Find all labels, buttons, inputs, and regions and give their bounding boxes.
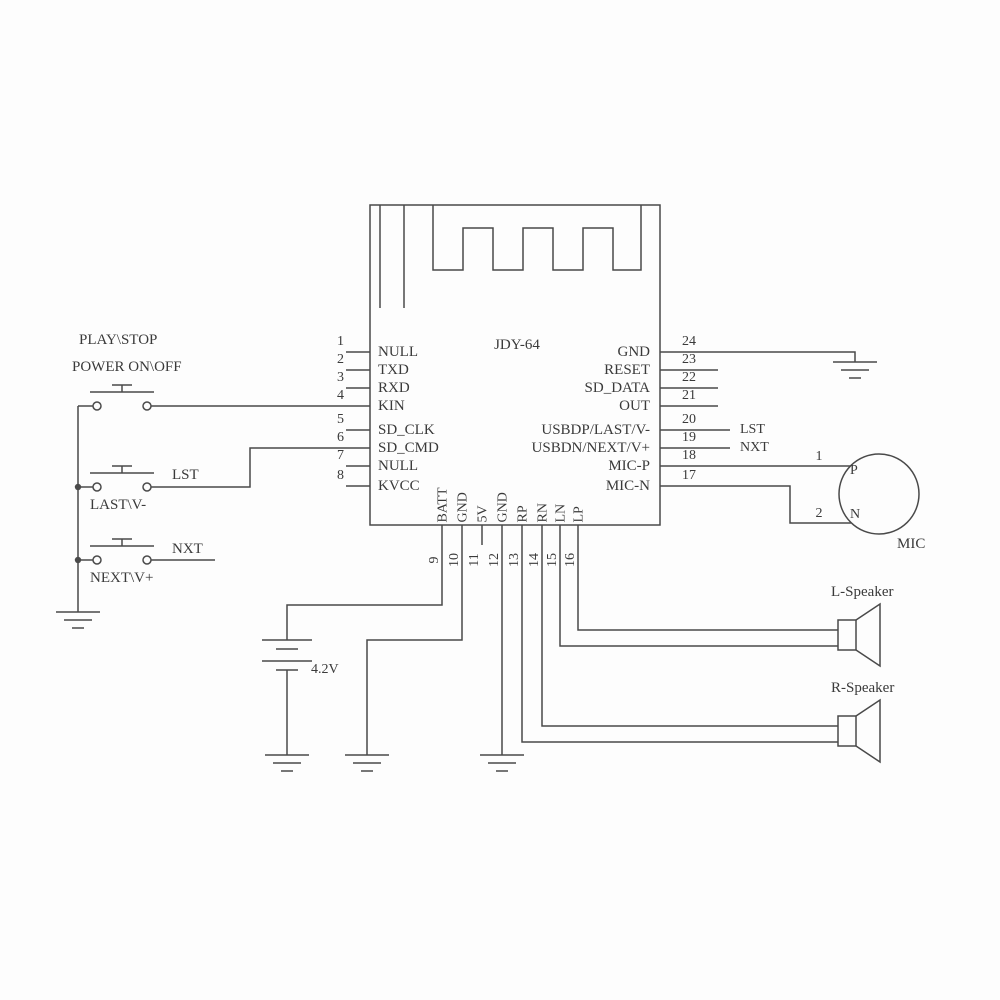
mic-p-label: P [850, 463, 858, 478]
pin-11-label: 5V [475, 505, 491, 523]
wire-mic-n [660, 485, 851, 524]
l-speaker-label: L-Speaker [831, 584, 894, 600]
nxt-net-label-right: NXT [740, 440, 769, 455]
pin-9-number: 9 [427, 556, 442, 564]
pin-8-number: 8 [337, 468, 344, 483]
pin-3-number: 3 [337, 370, 344, 385]
pin-5-label: SD_CLK [378, 422, 435, 438]
r-speaker-label: R-Speaker [831, 680, 895, 696]
pin-24-label: GND [617, 344, 651, 360]
wire-last-button [151, 447, 370, 488]
ground-symbol-buttons [56, 611, 100, 629]
pin-4-label: KIN [378, 398, 405, 414]
wire-gnd10 [366, 545, 463, 755]
pin-6-label: SD_CMD [378, 440, 439, 456]
pin-14-label: RN [535, 503, 551, 523]
pin-13-label: RP [515, 505, 531, 523]
wire-ln [559, 545, 838, 647]
pin-2-number: 2 [337, 352, 344, 367]
ground-symbol-gnd12 [480, 754, 524, 772]
mic-terminal-1: 1 [815, 449, 823, 464]
pin-19-label: USBDN/NEXT/V+ [531, 440, 650, 456]
pin-1-label: NULL [378, 344, 418, 360]
junction-dot [74, 556, 82, 564]
pin-21-number: 21 [682, 388, 696, 403]
antenna-trace [379, 205, 642, 308]
pin-7-label: NULL [378, 458, 418, 474]
pin-7-number: 7 [337, 448, 344, 463]
pin-20-number: 20 [682, 412, 696, 427]
pin-6-number: 6 [337, 430, 344, 445]
lst-net-label-left: LST [172, 467, 199, 483]
pin-21-label: OUT [619, 398, 650, 414]
pin-22-label: SD_DATA [584, 380, 650, 396]
ic-outline [369, 204, 661, 526]
mic-n-label: N [850, 507, 861, 522]
pin-14-number: 14 [527, 553, 542, 567]
pin-12-number: 12 [487, 553, 502, 567]
pin-18-number: 18 [682, 448, 696, 463]
pin-15-number: 15 [545, 553, 560, 567]
wire-batt [286, 545, 443, 640]
wire-lp [577, 545, 838, 631]
ground-symbol-battery [265, 754, 309, 772]
pin-5-number: 5 [337, 412, 344, 427]
button-last-symbol [90, 465, 154, 492]
pin-15-label: LN [553, 503, 569, 523]
pin-17-label: MIC-N [605, 478, 650, 494]
pin-16-number: 16 [563, 553, 578, 567]
pin-4-number: 4 [337, 388, 344, 403]
pin-16-label: LP [571, 506, 587, 523]
ic-name: JDY-64 [494, 337, 540, 353]
wire-rp [521, 545, 838, 743]
pin-10-number: 10 [447, 553, 462, 567]
mic-caption: MIC [897, 536, 926, 552]
pin-22-number: 22 [682, 370, 696, 385]
button-play-symbol [90, 384, 154, 411]
play-stop-label: PLAY\STOP [79, 332, 158, 348]
nxt-net-label-left: NXT [172, 541, 203, 557]
wire-gnd-right [660, 351, 856, 362]
pin-9-label: BATT [435, 487, 451, 523]
pin-17-number: 17 [682, 468, 696, 483]
junction-dot [74, 483, 82, 491]
next-button-label: NEXT\V+ [90, 570, 154, 586]
pin-2-label: TXD [378, 362, 409, 378]
pin-23-number: 23 [682, 352, 696, 367]
l-speaker-symbol [837, 602, 881, 668]
bottom-pin-stubs [441, 525, 579, 545]
pin-12-label: GND [495, 492, 511, 523]
right-pin-stubs [660, 369, 730, 449]
battery-symbol [262, 639, 312, 671]
pin-24-number: 24 [682, 334, 696, 349]
pin-10-label: GND [455, 492, 471, 523]
pin-23-label: RESET [604, 362, 650, 378]
mic-symbol [838, 453, 920, 535]
last-button-label: LAST\V- [90, 497, 147, 513]
ground-symbol-right [833, 361, 877, 379]
wire-rn [541, 545, 838, 727]
button-next-symbol [90, 538, 154, 565]
pin-18-label: MIC-P [608, 458, 650, 474]
lst-net-label-right: LST [740, 422, 765, 437]
pin-3-label: RXD [378, 380, 410, 396]
left-pin-stubs [346, 351, 370, 487]
pin-8-label: KVCC [378, 478, 420, 494]
battery-voltage-label: 4.2V [311, 662, 339, 677]
pin-13-number: 13 [507, 553, 522, 567]
mic-terminal-2: 2 [815, 506, 823, 521]
pin-1-number: 1 [337, 334, 344, 349]
ground-symbol-mid [345, 754, 389, 772]
pin-19-number: 19 [682, 430, 696, 445]
r-speaker-symbol [837, 698, 881, 764]
pin-11-number: 11 [467, 553, 482, 567]
power-onoff-label: POWER ON\OFF [72, 359, 182, 375]
pin-20-label: USBDP/LAST/V- [541, 422, 650, 438]
